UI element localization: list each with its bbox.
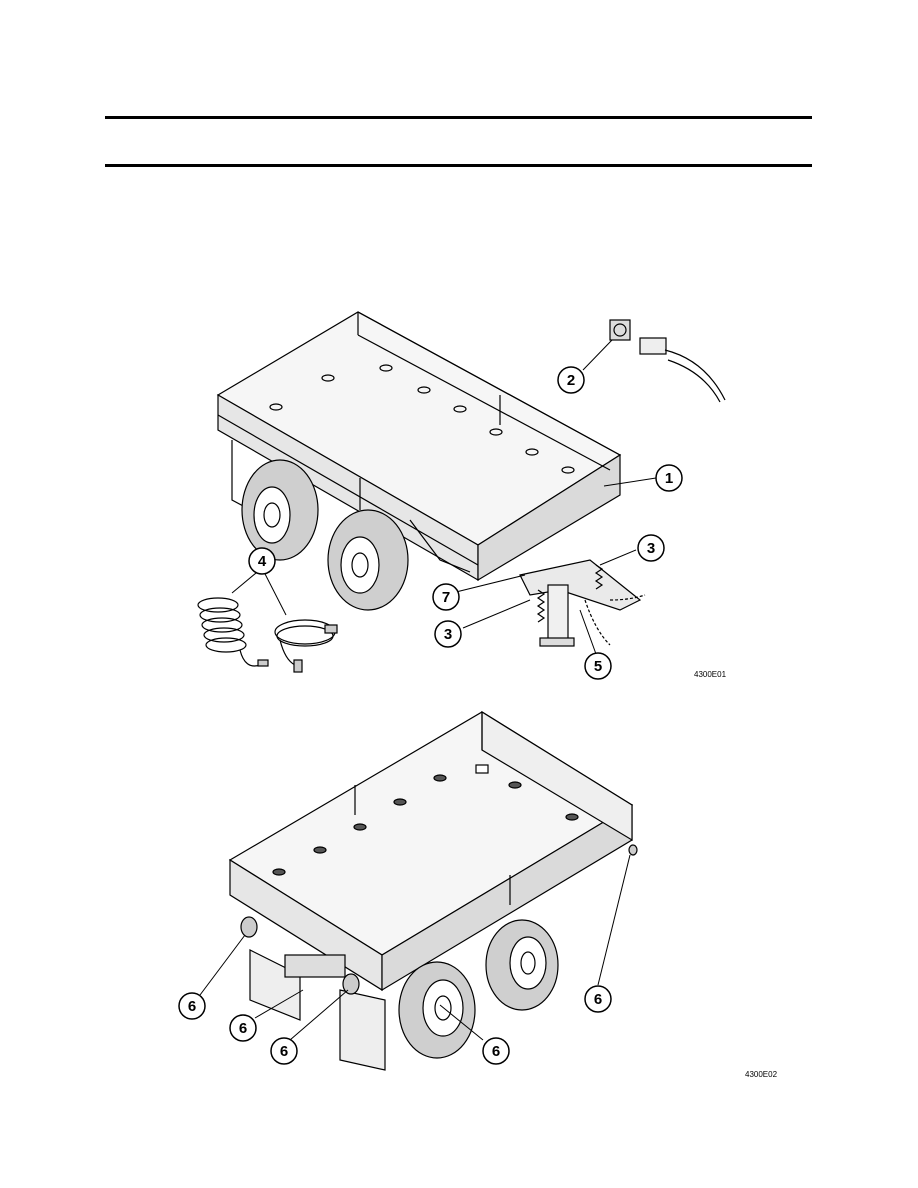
- license-plate-bracket: [284, 954, 346, 978]
- svg-text:6: 6: [188, 998, 196, 1015]
- floor-tie-down-points: [269, 364, 575, 474]
- callout-6-plate: 6: [229, 1014, 257, 1042]
- landing-leg: [547, 584, 569, 641]
- header-rule-top: [105, 116, 812, 119]
- safety-chain: [584, 599, 611, 646]
- air-hose-coupling: [609, 319, 726, 403]
- trailer-front-wall: [477, 453, 621, 582]
- rear-wheel: [398, 961, 476, 1059]
- callout-3-left: 3: [434, 620, 462, 648]
- svg-text:7: 7: [442, 589, 450, 606]
- callout-6-wheel: 6: [482, 1037, 510, 1065]
- callout-6-rear-left: 6: [178, 992, 206, 1020]
- trailer-rear-illustration: 6 6 6 6 6 4300E02: [178, 710, 778, 1079]
- leader-lines: [199, 854, 631, 1041]
- tail-light-left: [240, 916, 258, 938]
- front-wheel: [485, 919, 559, 1011]
- rear-frame-right: [339, 989, 386, 1071]
- callout-6-rear-right: 6: [270, 1037, 298, 1065]
- svg-text:6: 6: [594, 991, 602, 1008]
- straight-cable: [274, 619, 338, 673]
- coiled-cable: [197, 597, 269, 667]
- figure-1-id: 4300E01: [694, 670, 727, 679]
- svg-text:5: 5: [594, 658, 602, 675]
- rear-wheel: [241, 459, 319, 561]
- svg-text:2: 2: [567, 372, 575, 389]
- tail-light-right: [342, 973, 360, 995]
- svg-text:1: 1: [665, 470, 673, 487]
- header-rule-bottom: [105, 164, 812, 167]
- callout-3-right: 3: [637, 534, 665, 562]
- svg-text:6: 6: [492, 1043, 500, 1060]
- svg-text:3: 3: [444, 626, 452, 643]
- callout-4: 4: [248, 547, 276, 575]
- figure-2-id: 4300E02: [745, 1070, 778, 1079]
- trailer-front-illustration: 1 2 3 3 4 5 7 4300E01: [197, 311, 727, 680]
- svg-text:3: 3: [647, 540, 655, 557]
- callout-1: 1: [655, 464, 683, 492]
- callout-5: 5: [584, 652, 612, 680]
- callout-2: 2: [557, 366, 585, 394]
- rear-frame-left: [249, 949, 301, 1021]
- drawbar: [519, 559, 642, 611]
- spring-right: [594, 564, 604, 590]
- svg-text:6: 6: [280, 1043, 288, 1060]
- callout-6-side: 6: [584, 985, 612, 1013]
- svg-text:6: 6: [239, 1020, 247, 1037]
- svg-text:4: 4: [258, 553, 267, 570]
- front-wheel: [327, 509, 409, 611]
- spring-left: [536, 589, 546, 623]
- callout-7: 7: [432, 583, 460, 611]
- floor-tie-down-points: [272, 764, 579, 876]
